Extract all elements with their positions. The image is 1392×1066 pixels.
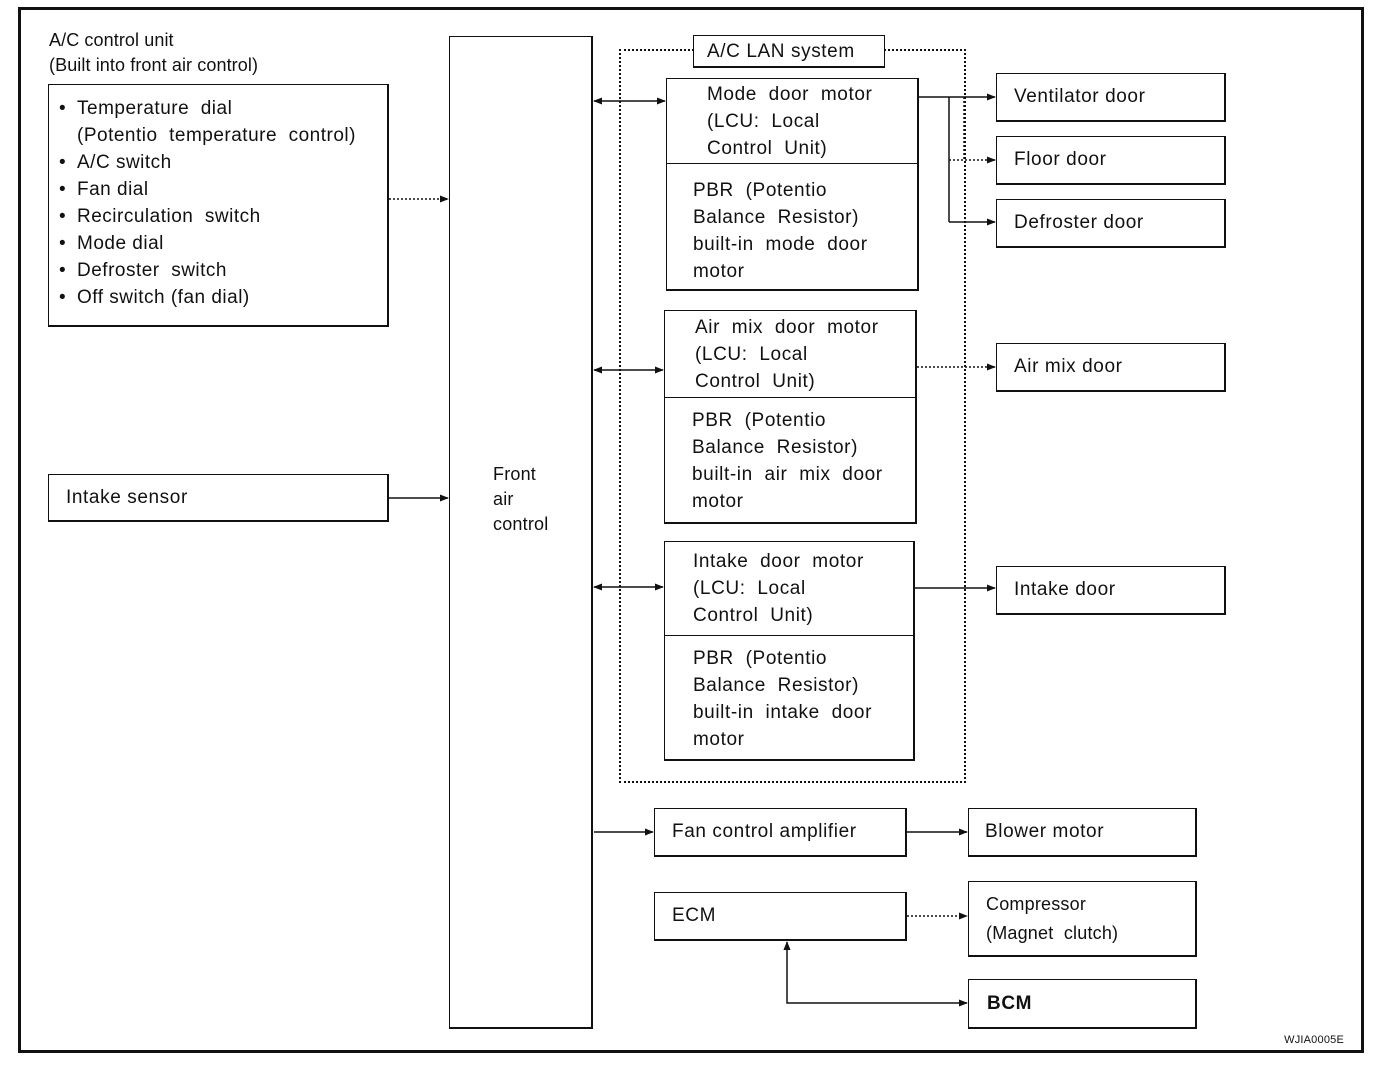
front-air-control-box: Front air control: [449, 36, 593, 1029]
bcm-label: BCM: [987, 993, 1033, 1014]
acu-input-list: •Temperature dial (Potentio temperature …: [57, 95, 356, 311]
air-mix-door-motor-pbr: PBR (Potentio Balance Resistor) built-in…: [692, 410, 883, 512]
ecm-label: ECM: [672, 905, 717, 926]
compressor-box: Compressor (Magnet clutch): [968, 881, 1197, 957]
floor-door-label: Floor door: [1014, 149, 1107, 170]
lan-system-title-box: A/C LAN system: [693, 35, 885, 68]
blower-motor-label: Blower motor: [985, 821, 1105, 842]
bcm-box: BCM: [968, 979, 1197, 1029]
acu-item: •Defroster switch: [59, 260, 227, 281]
defroster-door-label: Defroster door: [1014, 212, 1144, 233]
acu-title-line1: A/C control unit: [49, 30, 174, 50]
intake-door-motor-pbr: PBR (Potentio Balance Resistor) built-in…: [693, 648, 873, 750]
mode-door-motor-lcu: Mode door motor (LCU: Local Control Unit…: [707, 84, 873, 159]
defroster-door-box: Defroster door: [996, 199, 1226, 248]
acu-item: •Mode dial: [59, 233, 164, 254]
fan-control-amplifier-box: Fan control amplifier: [654, 808, 907, 857]
air-mix-door-motor-box: Air mix door motor (LCU: Local Control U…: [664, 310, 917, 524]
intake-door-label: Intake door: [1014, 579, 1116, 600]
acu-box: •Temperature dial (Potentio temperature …: [48, 84, 389, 327]
mode-door-motor-pbr: PBR (Potentio Balance Resistor) built-in…: [693, 180, 868, 282]
air-mix-door-motor-lcu: Air mix door motor (LCU: Local Control U…: [695, 317, 879, 392]
acu-title-line2: (Built into front air control): [49, 55, 259, 75]
acu-item: •Fan dial: [59, 179, 149, 200]
ecm-bcm-link-arrow: [783, 941, 968, 1007]
acu-item: •A/C switch: [59, 152, 172, 173]
front-air-control-label: Front air control: [493, 464, 549, 534]
ventilator-door-box: Ventilator door: [996, 73, 1226, 122]
acu-item: •Recirculation switch: [59, 206, 261, 227]
air-mix-door-box: Air mix door: [996, 343, 1226, 392]
air-mix-door-motor-divider: [665, 397, 915, 398]
diagram-frame: [18, 7, 1364, 1053]
lan-system-title: A/C LAN system: [707, 41, 855, 62]
compressor-label: Compressor (Magnet clutch): [986, 894, 1119, 943]
acu-item: •Off switch (fan dial): [59, 287, 250, 308]
intake-door-motor-lcu: Intake door motor (LCU: Local Control Un…: [693, 551, 864, 626]
intake-door-motor-divider: [665, 635, 913, 636]
mode-door-motor-divider: [667, 163, 917, 164]
blower-motor-box: Blower motor: [968, 808, 1197, 857]
fan-control-amplifier-label: Fan control amplifier: [672, 821, 857, 842]
air-mix-door-label: Air mix door: [1014, 356, 1123, 377]
acu-item: (Potentio temperature control): [77, 125, 356, 146]
intake-door-box: Intake door: [996, 566, 1226, 615]
intake-sensor-box: Intake sensor: [48, 474, 389, 522]
figure-code: WJIA0005E: [1284, 1034, 1344, 1046]
intake-door-motor-box: Intake door motor (LCU: Local Control Un…: [664, 541, 915, 761]
ventilator-door-label: Ventilator door: [1014, 86, 1146, 107]
floor-door-box: Floor door: [996, 136, 1226, 185]
intake-sensor-label: Intake sensor: [66, 487, 188, 508]
ecm-box: ECM: [654, 892, 907, 941]
mode-door-motor-box: Mode door motor (LCU: Local Control Unit…: [666, 78, 919, 291]
acu-item: •Temperature dial: [59, 98, 233, 119]
